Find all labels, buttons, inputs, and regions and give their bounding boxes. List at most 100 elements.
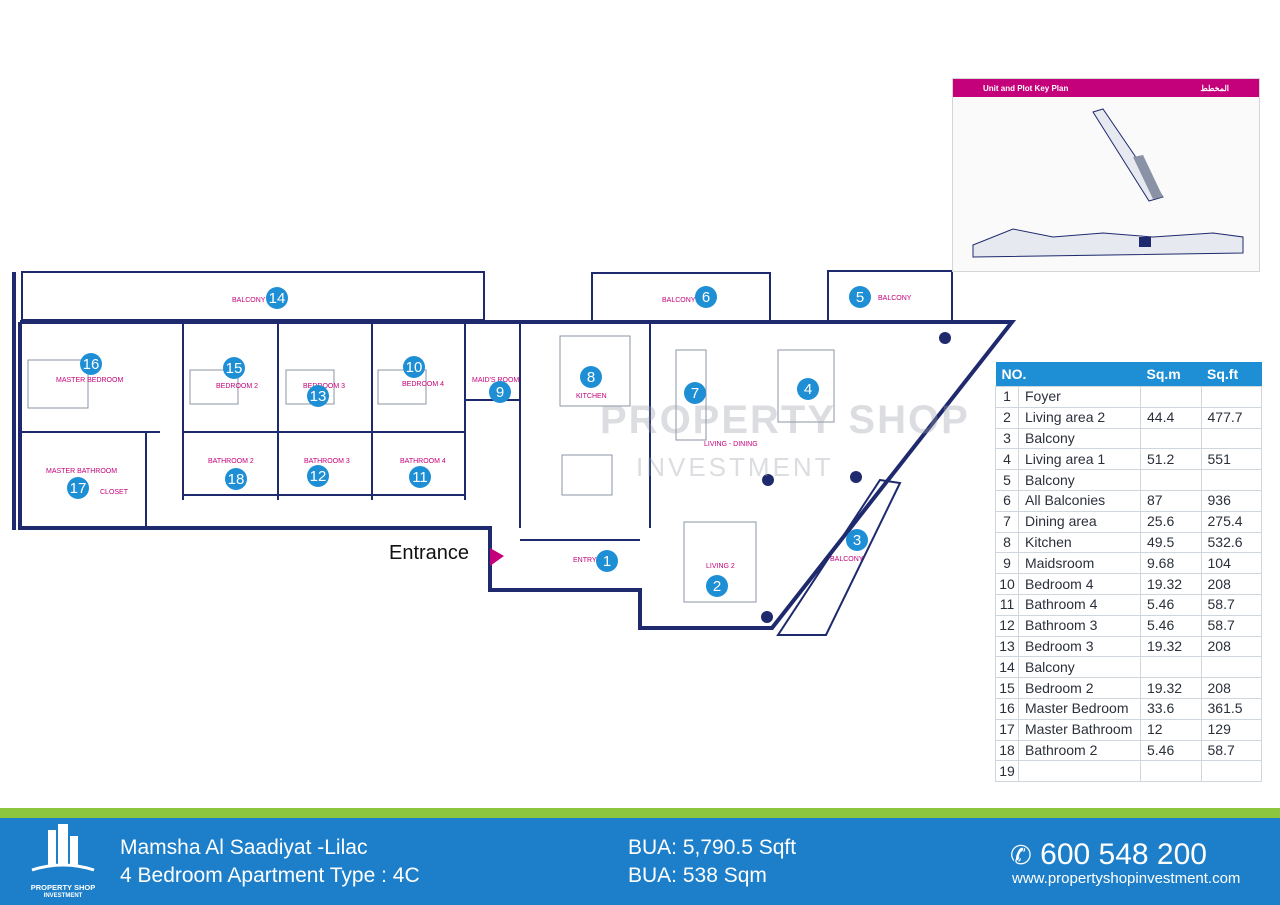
row-sqft: 208 — [1200, 635, 1262, 658]
label-bathroom-3: BATHROOM 3 — [304, 458, 350, 465]
project-name: Mamsha Al Saadiyat -Lilac — [120, 836, 368, 859]
label-kitchen: KITCHEN — [576, 393, 607, 400]
label-balcony-5: BALCONY — [878, 295, 912, 302]
phone-icon: ✆ — [1010, 840, 1032, 870]
room-marker-number: 2 — [713, 578, 721, 595]
entrance-label: Entrance — [389, 542, 470, 564]
company-logo: PROPERTY SHOP INVESTMENT — [18, 822, 108, 902]
row-sqft — [1200, 656, 1262, 679]
row-sqft — [1200, 386, 1262, 408]
unit-type: 4 Bedroom Apartment Type : 4C — [120, 864, 420, 887]
room-marker-9 — [489, 381, 511, 403]
key-plan: Unit and Plot Key Plan المخطط — [952, 78, 1260, 272]
row-sqft — [1200, 760, 1262, 783]
row-number: 11 — [995, 593, 1019, 616]
row-name: Living area 1 — [1018, 448, 1141, 471]
row-name: Kitchen — [1018, 531, 1141, 554]
row-sqm: 49.5 — [1140, 531, 1202, 554]
row-number: 15 — [995, 677, 1019, 699]
row-name: Balcony — [1018, 656, 1141, 679]
row-sqft: 275.4 — [1200, 510, 1262, 533]
row-sqft: 104 — [1200, 552, 1262, 575]
row-number: 9 — [995, 552, 1019, 575]
label-living-2: LIVING 2 — [706, 563, 735, 570]
row-number: 16 — [995, 697, 1019, 720]
key-plan-header: Unit and Plot Key Plan المخطط — [953, 79, 1259, 97]
row-sqft: 477.7 — [1200, 406, 1262, 429]
logo-line2: INVESTMENT — [43, 893, 83, 899]
room-marker-number: 15 — [226, 360, 243, 377]
room-marker-number: 5 — [856, 289, 864, 306]
row-sqft: 129 — [1200, 718, 1262, 741]
balcony-3-outline — [776, 478, 902, 636]
row-sqft: 58.7 — [1200, 614, 1262, 637]
room-marker-1 — [596, 550, 618, 572]
room-marker-10 — [403, 356, 425, 378]
row-name: Bathroom 2 — [1018, 739, 1141, 762]
room-marker-number: 10 — [406, 359, 423, 376]
room-marker-8 — [580, 366, 602, 388]
row-sqft — [1200, 469, 1262, 491]
row-number: 14 — [995, 656, 1019, 679]
row-sqm: 5.46 — [1140, 739, 1202, 762]
row-number: 13 — [995, 635, 1019, 658]
row-name: All Balconies — [1018, 489, 1141, 512]
label-closet: CLOSET — [100, 489, 129, 496]
row-name: Bathroom 4 — [1018, 593, 1141, 616]
label-master-bedroom: MASTER BEDROOM — [56, 377, 123, 384]
row-sqft: 58.7 — [1200, 739, 1262, 762]
row-number: 18 — [995, 739, 1019, 762]
room-marker-number: 3 — [853, 532, 861, 549]
row-number: 17 — [995, 718, 1019, 741]
floor-plan: BALCONY BALCONY BALCONY BALCONY MASTER B… — [12, 270, 1017, 636]
row-sqm: 9.68 — [1140, 552, 1202, 575]
room-marker-number: 4 — [804, 381, 812, 398]
row-number: 10 — [995, 573, 1019, 595]
row-name: Foyer — [1018, 386, 1141, 408]
room-marker-14 — [266, 287, 288, 309]
row-sqft: 532.6 — [1200, 531, 1262, 554]
key-plan-title-ar: المخطط — [1200, 83, 1229, 93]
room-marker-3 — [846, 529, 868, 551]
row-sqft — [1200, 427, 1262, 450]
row-number: 8 — [995, 531, 1019, 554]
row-sqm: 33.6 — [1140, 697, 1202, 720]
footer-accent-bar — [0, 808, 1280, 818]
website-link[interactable]: www.propertyshopinvestment.com — [1012, 870, 1241, 887]
header-no: NO. — [995, 362, 1141, 387]
bua-sqft: BUA: 5,790.5 Sqft — [628, 836, 797, 859]
label-balcony-6: BALCONY — [662, 297, 696, 304]
row-sqm: 51.2 — [1140, 448, 1202, 471]
phone-text: 600 548 200 — [1040, 838, 1207, 871]
label-living-dining: LIVING - DINING — [704, 441, 758, 448]
room-marker-number: 14 — [269, 290, 286, 307]
room-marker-6 — [695, 286, 717, 308]
row-sqm — [1140, 760, 1202, 783]
row-name: Balcony — [1018, 427, 1141, 450]
row-sqft: 58.7 — [1200, 593, 1262, 616]
room-marker-7 — [684, 382, 706, 404]
row-number: 2 — [995, 406, 1019, 429]
watermark-line1: PROPERTY SHOP — [600, 398, 970, 442]
row-number: 3 — [995, 427, 1019, 450]
footer: PROPERTY SHOP INVESTMENT Mamsha Al Saadi… — [0, 818, 1280, 905]
row-sqft: 551 — [1200, 448, 1262, 471]
row-number: 1 — [995, 386, 1019, 408]
row-number: 7 — [995, 510, 1019, 533]
row-name: Living area 2 — [1018, 406, 1141, 429]
room-marker-number: 17 — [70, 480, 87, 497]
row-name — [1018, 760, 1141, 783]
room-marker-number: 16 — [83, 356, 100, 373]
row-name: Master Bedroom — [1018, 697, 1141, 720]
room-marker-15 — [223, 357, 245, 379]
row-sqm: 19.32 — [1140, 677, 1202, 699]
